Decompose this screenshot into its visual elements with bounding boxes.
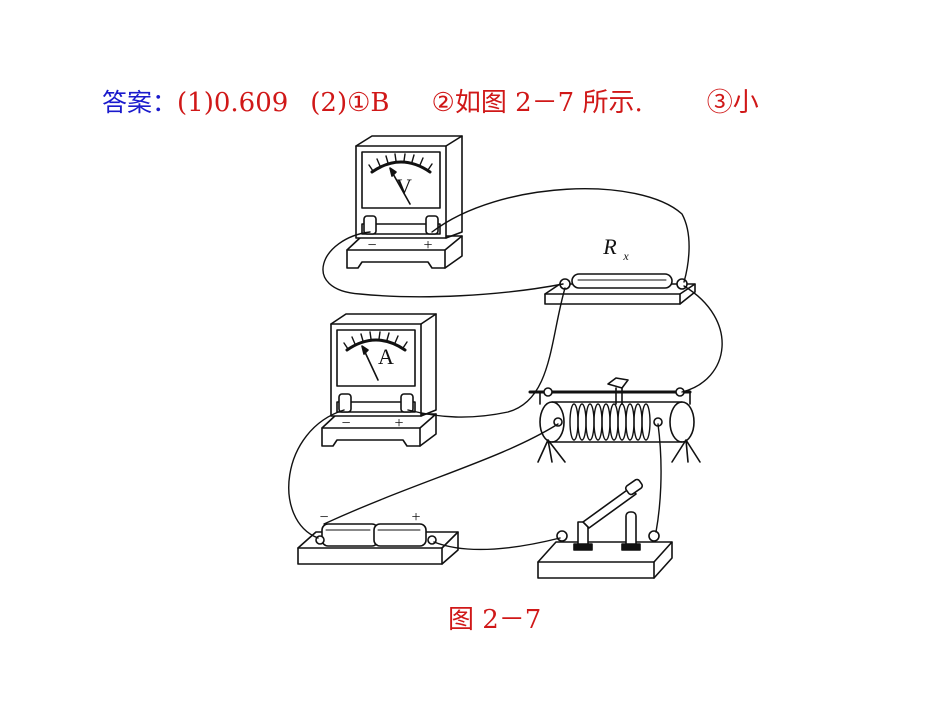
rheostat-terminal-left[interactable] <box>553 417 563 427</box>
wire-ammeter-battery <box>288 409 345 539</box>
ammeter-symbol: A <box>378 344 394 369</box>
ammeter-plus-label: + <box>394 415 403 432</box>
ammeter-scale-ticks <box>343 331 408 350</box>
ammeter-needle <box>363 349 379 381</box>
switch-blade[interactable] <box>582 487 637 529</box>
answer-part-2: (2)①B <box>310 88 390 118</box>
voltmeter-needle <box>391 171 411 205</box>
rheostat-coil <box>569 403 651 441</box>
circuit-diagram: V − + R x <box>288 135 723 579</box>
figure-caption: 图 2－7 <box>448 605 542 635</box>
battery-cell-1 <box>321 523 379 547</box>
ammeter-terminal-negative[interactable] <box>338 393 352 413</box>
wire-rx-ammeter <box>407 287 566 418</box>
rheostat <box>528 377 701 463</box>
voltmeter-scale-ticks <box>368 153 433 172</box>
battery-cell-2 <box>373 523 427 547</box>
answer-line: 答案：(1)0.609 (2)①B ②如图 2－7 所示. ③小 <box>102 80 862 124</box>
ammeter-terminal-positive[interactable] <box>400 393 414 413</box>
rheostat-slider[interactable] <box>607 377 629 389</box>
wire-voltmeter-positive <box>431 188 690 283</box>
switch <box>537 478 673 579</box>
battery-minus-label: − <box>319 509 328 526</box>
wire-rx-rheostat <box>681 285 723 393</box>
resistor-rx: R x <box>544 234 696 305</box>
answer-part-4: ③小 <box>706 88 759 118</box>
wire-battery-switch <box>433 537 561 551</box>
voltmeter-symbol: V <box>396 174 412 199</box>
voltmeter-minus-label: − <box>367 237 376 254</box>
battery-plus-label: + <box>411 509 420 526</box>
answer-part-1: (1)0.609 <box>177 88 289 118</box>
wire-rheostat-battery <box>323 423 559 525</box>
switch-terminal-left[interactable] <box>556 530 568 542</box>
voltmeter-terminal-negative[interactable] <box>363 215 377 235</box>
answer-part-3: ②如图 2－7 所示. <box>431 88 643 118</box>
wires <box>288 188 723 551</box>
ammeter-minus-label: − <box>341 415 350 432</box>
wire-voltmeter-negative <box>322 231 564 298</box>
ammeter: A − + <box>321 313 437 447</box>
resistor-label-subscript: x <box>622 249 629 263</box>
resistor-label: R <box>602 234 617 259</box>
answer-label: 答案： <box>102 88 178 117</box>
switch-terminal-right[interactable] <box>648 530 660 542</box>
voltmeter: V − + <box>346 135 463 269</box>
wire-rheostat-switch <box>655 423 662 533</box>
battery: − + <box>297 509 459 565</box>
voltmeter-plus-label: + <box>423 237 432 254</box>
